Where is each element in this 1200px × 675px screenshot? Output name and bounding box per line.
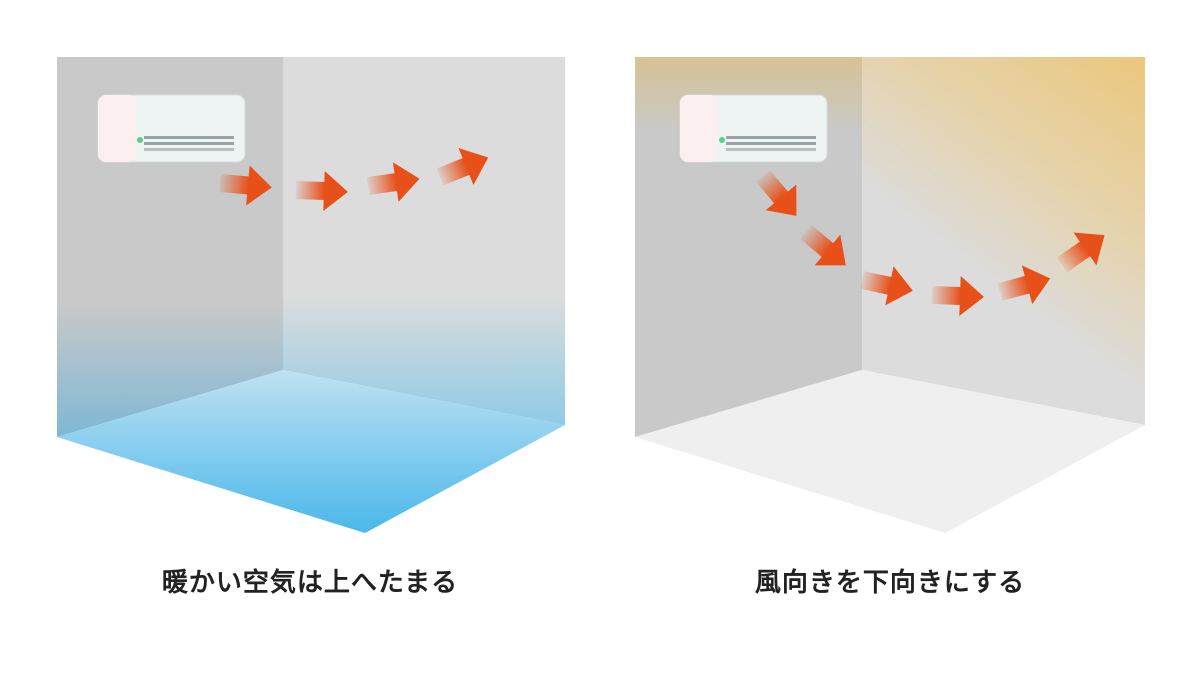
floor — [635, 370, 1145, 533]
caption-warm-air-rises: 暖かい空気は上へたまる — [161, 568, 459, 598]
wall-right — [283, 57, 565, 425]
caption-downward-airflow: 風向きを下向きにする — [754, 568, 1026, 598]
room-warm-air-rises — [57, 57, 565, 533]
room-downward-airflow — [635, 57, 1145, 533]
air-conditioner — [97, 94, 246, 163]
wall-right — [862, 57, 1145, 425]
air-conditioner — [679, 94, 828, 163]
floor-cold — [57, 370, 565, 533]
